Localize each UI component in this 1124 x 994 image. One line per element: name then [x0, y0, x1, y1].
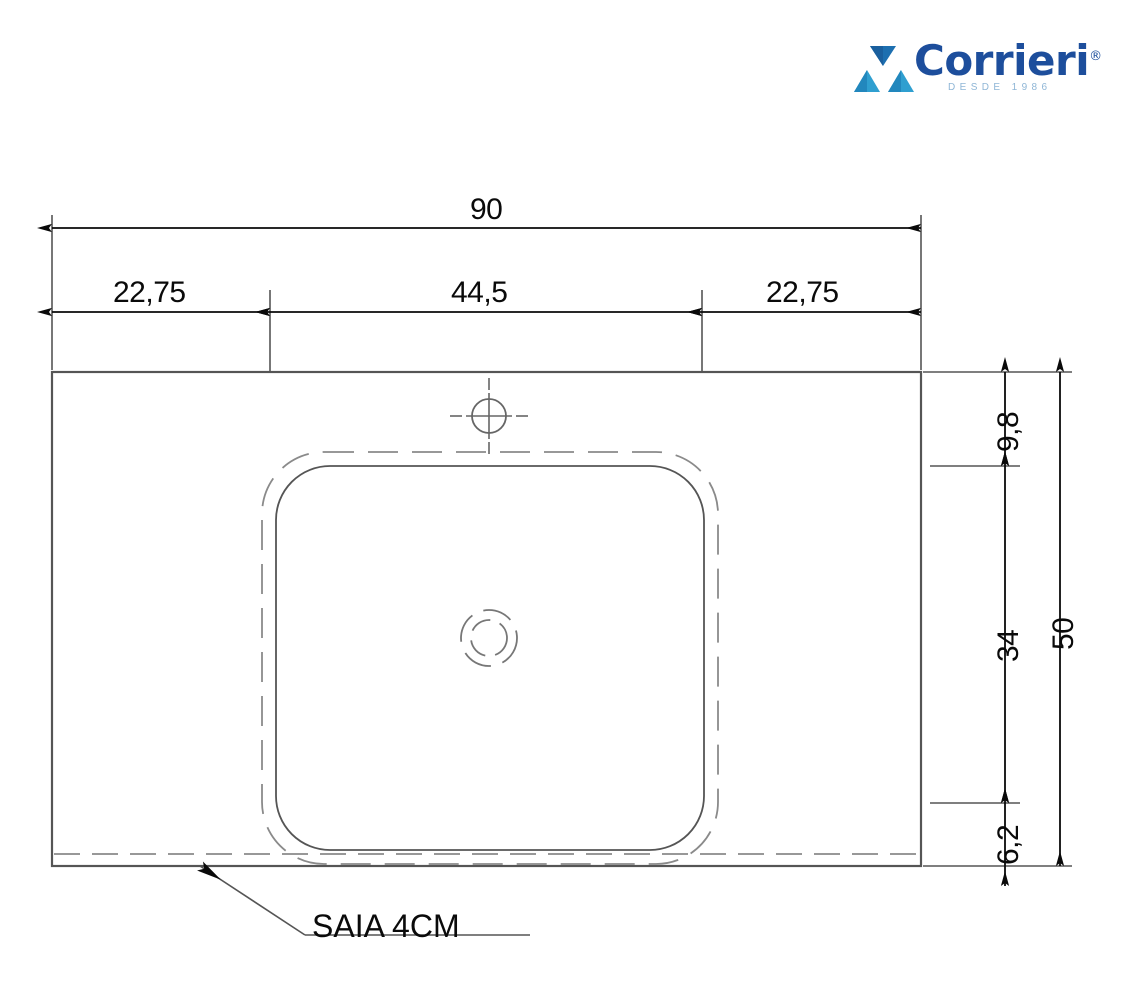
skirt-note-label: SAIA 4CM	[312, 908, 460, 944]
drain-marker	[460, 609, 518, 667]
faucet-hole-marker	[450, 378, 528, 454]
dim-label-basin-width: 44,5	[451, 276, 508, 309]
basin-outline	[275, 465, 705, 851]
logo-tagline: DESDE 1986	[948, 82, 1052, 93]
logo-brand-text: Corrieri	[914, 36, 1090, 85]
logo-wordmark: Corrieri®	[914, 40, 1102, 82]
dim-label-left-offset: 22,75	[113, 276, 186, 309]
corrieri-logo: Corrieri® DESDE 1986	[852, 38, 1102, 108]
dim-label-right-offset: 22,75	[766, 276, 839, 309]
registered-mark: ®	[1089, 49, 1102, 64]
dim-label-overall-depth: 50	[1047, 617, 1080, 650]
triple-triangle-icon	[854, 46, 914, 92]
horizontal-dimension-extension-lines	[51, 215, 922, 372]
basin-rim-dashed	[261, 451, 719, 865]
countertop-outline	[50, 370, 923, 868]
dim-label-basin-depth: 34	[992, 629, 1025, 662]
dim-label-bottom-offset: 6,2	[992, 824, 1025, 865]
dim-label-top-offset: 9,8	[992, 411, 1025, 452]
skirt-note-leader	[197, 861, 530, 936]
dim-label-overall-width: 90	[470, 193, 503, 226]
